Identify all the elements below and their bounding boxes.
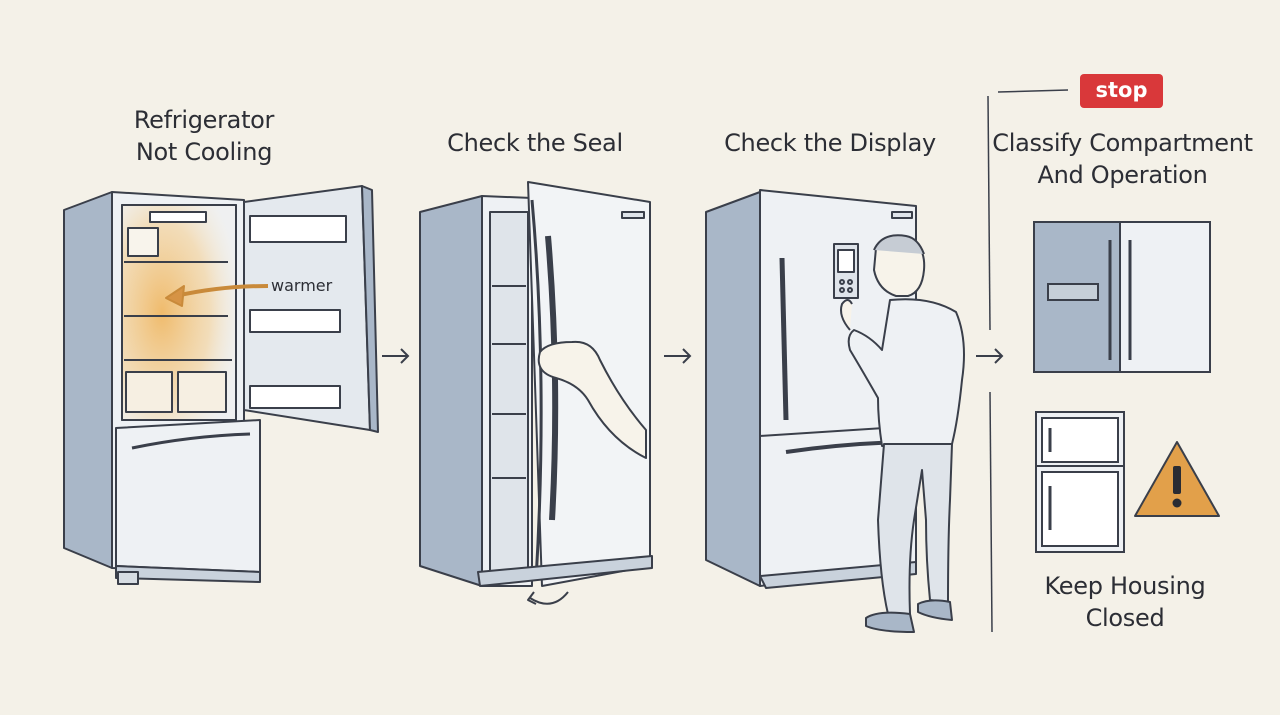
caption-line: Closed — [1085, 604, 1165, 632]
open-refrigerator-illustration — [63, 185, 379, 585]
title-line: Not Cooling — [135, 138, 273, 166]
title-line: And Operation — [1037, 161, 1208, 189]
step-title-refrigerator-not-cooling: Refrigerator Not Cooling — [104, 104, 304, 168]
side-by-side-fridge-icon — [1033, 221, 1211, 373]
step-title-classify-compartment: Classify Compartment And Operation — [985, 127, 1260, 191]
step-title-check-display: Check the Display — [724, 129, 936, 157]
warning-caption: Keep Housing Closed — [1020, 570, 1230, 634]
arrow-right-icon — [664, 348, 692, 364]
section-divider — [987, 89, 1069, 633]
top-freezer-fridge-icon — [1035, 411, 1125, 553]
warmer-label: warmer — [271, 276, 333, 295]
caption-line: Keep Housing — [1044, 572, 1206, 600]
arrow-right-icon — [382, 348, 410, 364]
seal-check-illustration — [419, 181, 653, 605]
display-check-illustration — [705, 189, 965, 633]
step-title-check-seal: Check the Seal — [447, 129, 623, 157]
title-line: Refrigerator — [133, 106, 275, 134]
arrow-right-icon — [976, 348, 1004, 364]
warning-icon — [1134, 441, 1220, 517]
title-line: Classify Compartment — [992, 129, 1253, 157]
stop-badge: stop — [1080, 74, 1163, 108]
